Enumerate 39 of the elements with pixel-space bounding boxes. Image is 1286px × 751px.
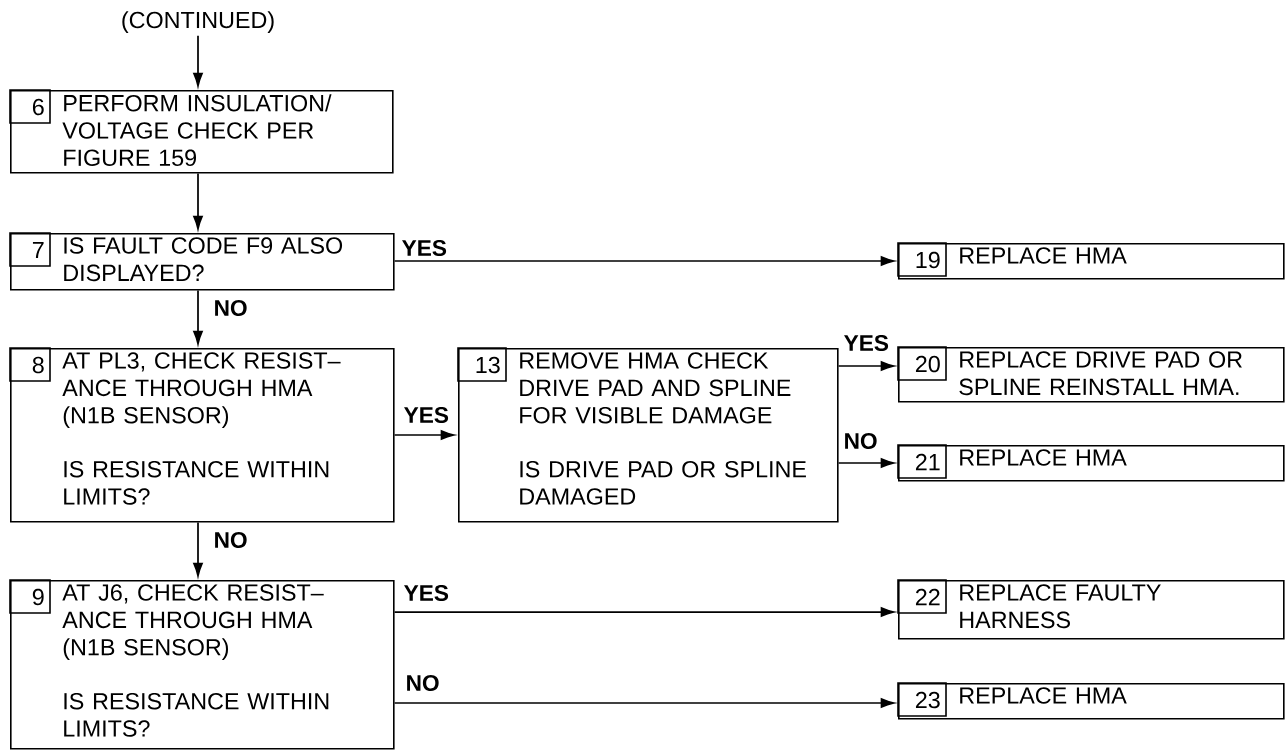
arrow bbox=[193, 521, 203, 577]
step-number: 22 bbox=[897, 579, 947, 614]
process-box: 20 REPLACE DRIVE PAD OR SPLINE REINSTALL HMA. bbox=[897, 346, 1285, 403]
step-number: 7 bbox=[9, 232, 51, 267]
edge-label: YES bbox=[402, 405, 451, 425]
arrow bbox=[193, 34, 203, 87]
step-number: 6 bbox=[9, 89, 51, 124]
arrow bbox=[393, 430, 455, 440]
continuation-label: (CONTINUED) bbox=[122, 11, 274, 33]
process-box: 6 PERFORM INSULATION/ VOLTAGE CHECK PER FIGURE 159 bbox=[9, 89, 394, 174]
process-box: 19 REPLACE HMA bbox=[897, 242, 1285, 280]
edge-label: YES bbox=[400, 238, 449, 258]
edge-label: NO bbox=[842, 431, 879, 451]
process-box: 13 REMOVE HMA CHECK DRIVE PAD AND SPLINE FOR VISIBLE DAMAGE IS DRIVE PAD OR SPLINE DAMAGED bbox=[457, 347, 839, 523]
step-number: 8 bbox=[9, 347, 51, 382]
arrow bbox=[837, 361, 895, 371]
process-box: 23 REPLACE HMA bbox=[897, 682, 1285, 720]
arrow bbox=[393, 607, 895, 617]
process-box: 7 IS FAULT CODE F9 ALSO DISPLAYED? bbox=[9, 232, 395, 291]
arrow bbox=[193, 172, 203, 230]
step-number: 23 bbox=[897, 682, 947, 717]
edge-label: YES bbox=[842, 333, 891, 353]
step-number: 21 bbox=[897, 444, 947, 479]
arrow bbox=[837, 458, 895, 468]
arrow bbox=[393, 698, 895, 708]
step-number: 20 bbox=[897, 346, 947, 381]
edge-label: YES bbox=[402, 583, 451, 603]
process-box: 8 AT PL3, CHECK RESIST– ANCE THROUGH HMA (N1B SENSOR) IS RESISTANCE WITHIN LIMITS? bbox=[9, 347, 395, 523]
step-number: 19 bbox=[897, 242, 947, 277]
step-number: 9 bbox=[9, 579, 51, 614]
edge-label: NO bbox=[212, 298, 249, 318]
arrow bbox=[393, 256, 895, 266]
edge-label: NO bbox=[212, 530, 249, 550]
arrow bbox=[193, 289, 203, 345]
step-number: 13 bbox=[457, 347, 507, 382]
process-box: 22 REPLACE FAULTY HARNESS bbox=[897, 579, 1285, 640]
process-box: 21 REPLACE HMA bbox=[897, 444, 1285, 482]
edge-label: NO bbox=[404, 673, 441, 693]
process-box: 9 AT J6, CHECK RESIST– ANCE THROUGH HMA (N1B SENSOR) IS RESISTANCE WITHIN LIMITS? bbox=[9, 579, 395, 750]
